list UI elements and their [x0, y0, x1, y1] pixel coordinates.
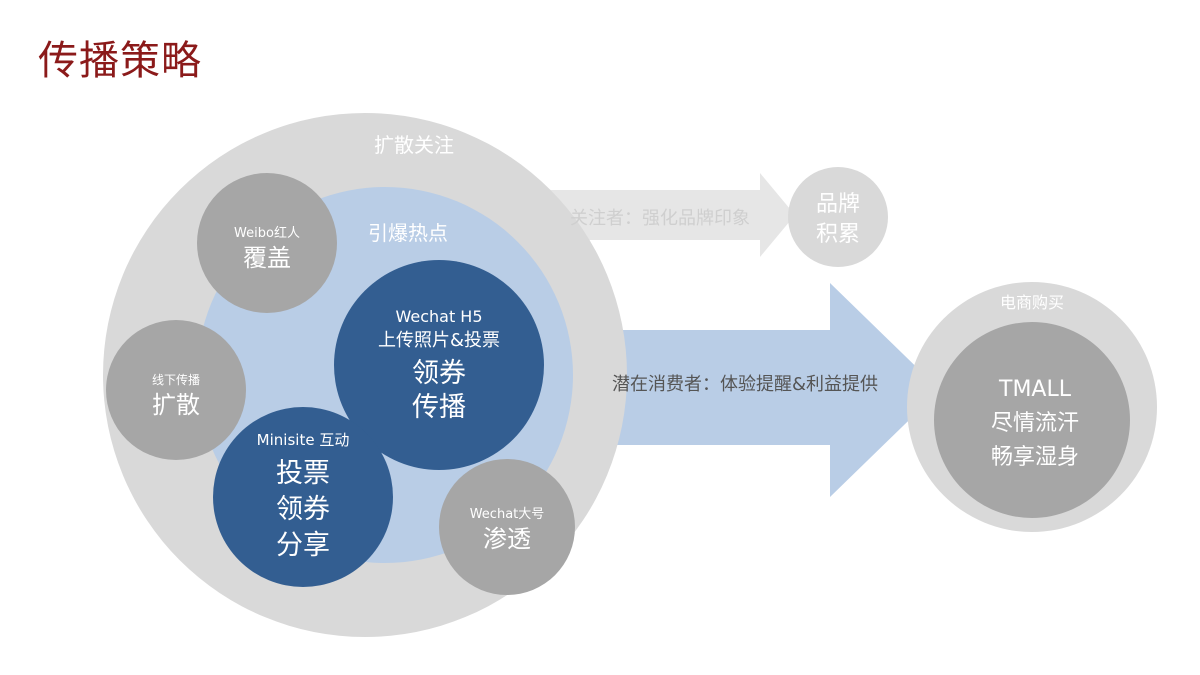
wechat-account-small-label: Wechat大号 — [470, 507, 545, 522]
ecommerce-line3: 畅享湿身 — [991, 445, 1079, 470]
weibo-small-label: Weibo红人 — [234, 225, 300, 241]
ecommerce-line1: TMALL — [998, 377, 1072, 402]
wechat-account-big-label: 渗透 — [483, 525, 531, 553]
offline-small-label: 线下传播 — [152, 372, 200, 387]
wechat-account-circle — [439, 459, 575, 595]
top-arrow-label: 关注者：强化品牌印象 — [570, 208, 750, 229]
ecommerce-label: 电商购买 — [1000, 293, 1064, 312]
weibo-big-label: 覆盖 — [243, 244, 291, 272]
page-title: 传播策略 — [38, 38, 202, 84]
weibo-circle — [197, 173, 337, 313]
outer-label: 扩散关注 — [374, 133, 454, 157]
main-arrow — [530, 283, 940, 497]
brand-line2: 积累 — [816, 222, 860, 247]
brand-line1: 品牌 — [816, 192, 860, 217]
inner-label: 引爆热点 — [368, 221, 448, 245]
wechat-h5-line1: Wechat H5 — [395, 307, 482, 326]
offline-circle — [106, 320, 246, 460]
minisite-line3: 分享 — [276, 530, 330, 561]
minisite-circle — [213, 407, 393, 587]
wechat-h5-circle — [334, 260, 544, 470]
wechat-h5-line3: 领券 — [412, 358, 466, 389]
brand-circle — [788, 167, 888, 267]
wechat-h5-line4: 传播 — [412, 392, 466, 423]
main-arrow-label: 潜在消费者：体验提醒&利益提供 — [612, 374, 878, 395]
ecommerce-inner-circle — [934, 322, 1130, 518]
ecommerce-line2: 尽情流汗 — [991, 411, 1079, 436]
offline-big-label: 扩散 — [152, 391, 200, 419]
wechat-h5-line2: 上传照片&投票 — [378, 330, 500, 351]
minisite-label: Minisite 互动 — [257, 431, 350, 449]
minisite-line1: 投票 — [276, 458, 330, 489]
minisite-line2: 领券 — [276, 494, 330, 525]
top-arrow — [520, 173, 795, 257]
